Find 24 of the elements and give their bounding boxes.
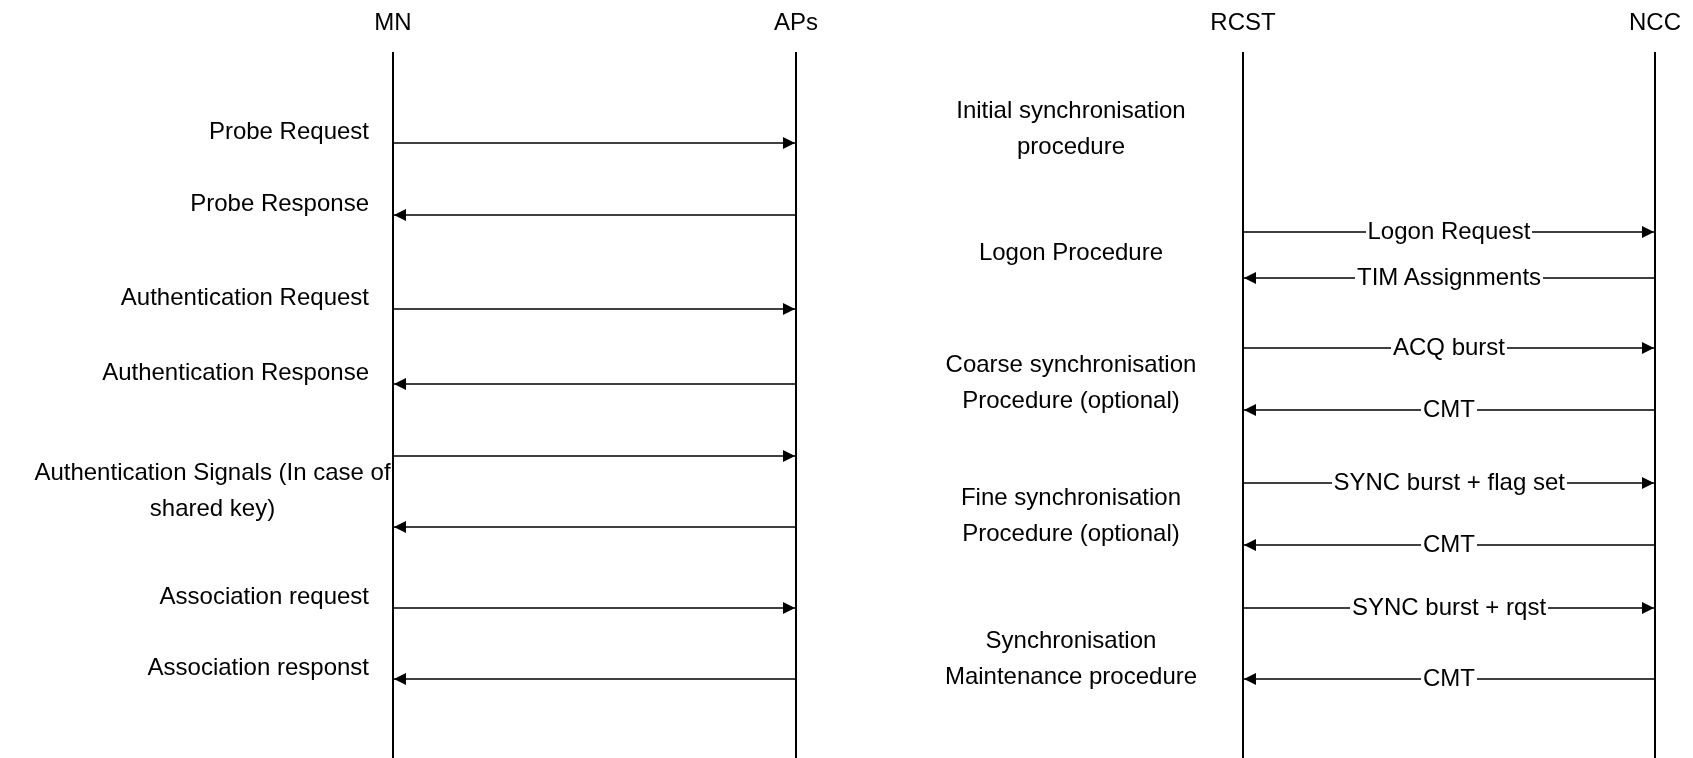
procedure-label: Initial synchronisation procedure [955, 95, 1187, 161]
lifeline-title: MN [373, 8, 413, 36]
message-arrow [393, 303, 796, 315]
procedure-label: Synchronisation Maintenance procedure [943, 625, 1199, 691]
message-label: Probe Response [190, 189, 369, 217]
procedure-label: Coarse synchronisation Procedure (optional) [944, 349, 1198, 415]
message-arrow [393, 137, 796, 149]
procedure-label: Logon Procedure [977, 237, 1165, 267]
procedure-label: Fine synchronisation Procedure (optional) [959, 482, 1183, 548]
message-arrow [393, 602, 796, 614]
lifeline-title: RCST [1209, 8, 1277, 36]
message-arrow [393, 209, 796, 221]
lifeline-title: APs [773, 8, 819, 36]
message-label: Association request [159, 582, 369, 610]
message-arrow [393, 673, 796, 685]
message-label: Authentication Response [102, 358, 369, 386]
message-label: Association responst [147, 653, 369, 681]
message-arrow [393, 450, 796, 462]
message-label: Authentication Request [120, 283, 369, 311]
message-arrow [393, 521, 796, 533]
message-arrow [393, 378, 796, 390]
lifeline-title: NCC [1628, 8, 1682, 36]
note-text: Authentication Signals (In case of shared key) [33, 457, 392, 523]
message-label: Probe Request [208, 117, 369, 145]
